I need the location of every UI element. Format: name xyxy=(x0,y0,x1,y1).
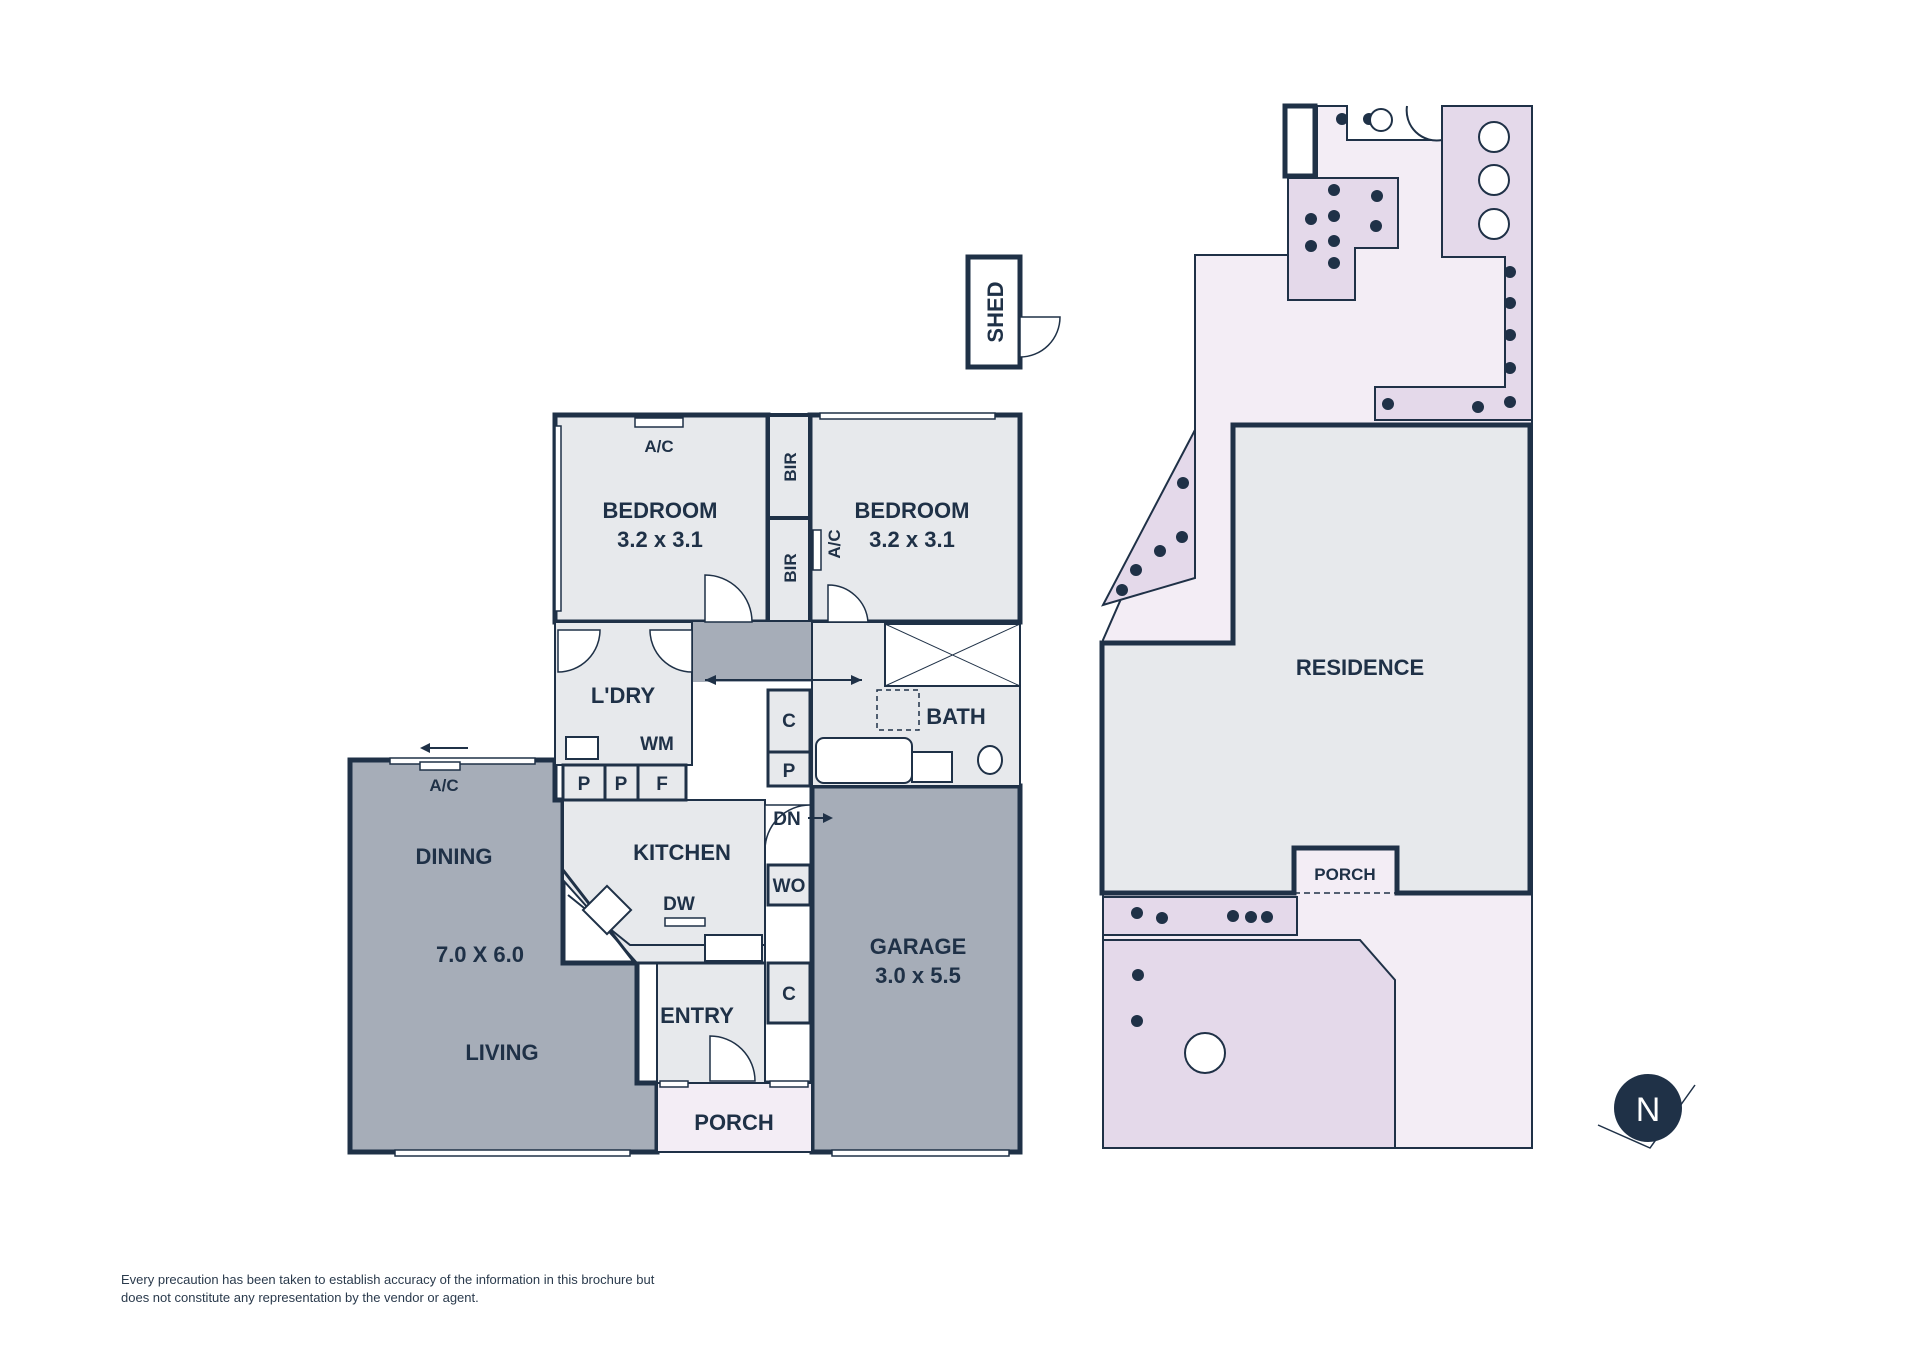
ac-unit-bedroom1 xyxy=(634,417,684,428)
garden-bed-top xyxy=(1287,177,1399,301)
bath-label: BATH xyxy=(926,704,985,729)
ac-unit-dining xyxy=(419,761,461,771)
disclaimer-text: Every precaution has been taken to estab… xyxy=(121,1272,655,1305)
kitchen-label: KITCHEN xyxy=(633,840,731,865)
closet-c2 xyxy=(766,961,812,1025)
porch-label: PORCH xyxy=(694,1110,773,1135)
room-labels: A/C BEDROOM 3.2 x 3.1 BEDROOM 3.2 x 3.1 … xyxy=(416,281,1009,1135)
bir-bottom-label: BIR xyxy=(781,553,800,582)
closet-c1 xyxy=(766,688,812,754)
garage-size: 3.0 x 5.5 xyxy=(875,963,961,988)
bir-top-label: BIR xyxy=(781,452,800,481)
cooktop xyxy=(581,884,633,936)
pantry2-label: P xyxy=(615,774,628,795)
residence-label: RESIDENCE xyxy=(1296,655,1424,680)
fridge-label: F xyxy=(656,774,668,795)
shed-label: SHED xyxy=(983,281,1008,342)
compass-north-label: N xyxy=(1636,1091,1661,1129)
door-swings xyxy=(557,574,869,1082)
bedroom1-size: 3.2 x 3.1 xyxy=(617,527,703,552)
bedroom2-name: BEDROOM xyxy=(855,498,970,523)
wall-oven xyxy=(766,863,812,907)
porch-area xyxy=(656,1082,813,1153)
ac-dining-label: A/C xyxy=(429,776,458,795)
site-plan: RESIDENCE PORCH xyxy=(1099,103,1533,1149)
dw-label: DW xyxy=(663,894,695,915)
ac-unit-bedroom2 xyxy=(812,529,822,571)
windows xyxy=(389,412,1010,1157)
laundry-tub xyxy=(565,736,599,760)
garden-bed-front xyxy=(1102,896,1298,936)
laundry-label: L'DRY xyxy=(591,683,656,708)
site-structure xyxy=(1282,103,1318,179)
residence-footprint xyxy=(1099,422,1533,896)
bedroom2-size: 3.2 x 3.1 xyxy=(869,527,955,552)
ac-bedroom2-label: A/C xyxy=(825,529,844,558)
basin xyxy=(911,751,953,783)
dining-label: DINING xyxy=(416,844,493,869)
north-compass: N xyxy=(1597,1074,1696,1149)
fridge-space xyxy=(636,763,688,802)
floor-plan-main xyxy=(347,254,1061,1157)
shrubs xyxy=(1116,113,1516,1027)
trees xyxy=(1184,108,1510,1074)
closet-c1-label: C xyxy=(782,711,796,732)
site-porch-label: PORCH xyxy=(1314,865,1375,884)
sink xyxy=(704,934,763,962)
garden-bed-left xyxy=(1101,429,1196,607)
garage-name: GARAGE xyxy=(870,934,967,959)
living-label: LIVING xyxy=(465,1040,538,1065)
ac-bedroom1-label: A/C xyxy=(644,437,673,456)
wo-label: WO xyxy=(773,876,806,897)
shed xyxy=(965,254,1023,370)
dimensions-label: 7.0 X 6.0 xyxy=(436,942,524,967)
closet-p1-label: P xyxy=(783,761,796,782)
entry-label: ENTRY xyxy=(660,1003,734,1028)
wm-label: WM xyxy=(640,734,674,755)
bathtub xyxy=(815,737,913,784)
closet-c2-label: C xyxy=(782,984,796,1005)
dn-label: DN xyxy=(773,809,800,830)
pantry1-label: P xyxy=(578,774,591,795)
bedroom1-name: BEDROOM xyxy=(603,498,718,523)
garden-bed-lawn xyxy=(1102,939,1396,1149)
closet-p1 xyxy=(766,750,812,788)
kitchen-bench xyxy=(561,869,765,965)
